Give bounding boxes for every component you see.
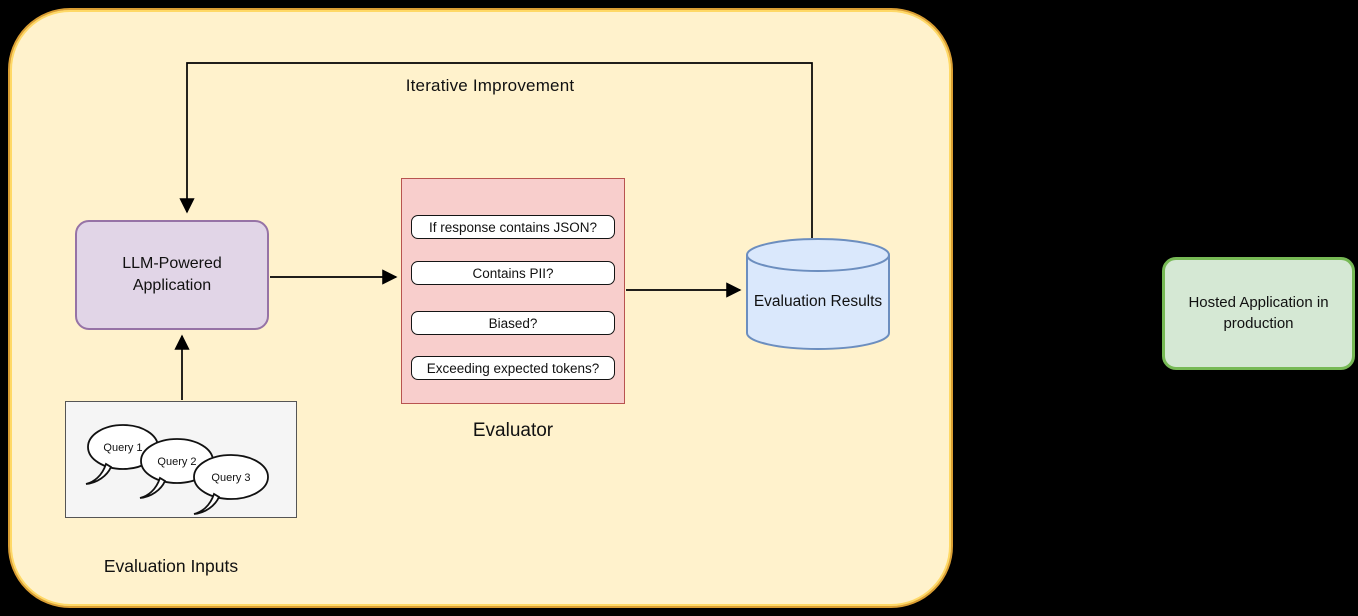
- evaluation-results-label: Evaluation Results: [753, 293, 883, 310]
- check-item-pii: Contains PII?: [411, 261, 615, 285]
- check-item-tokens: Exceeding expected tokens?: [411, 356, 615, 380]
- query-bubbles-graphic: Query 1 Query 2 Query 3: [85, 424, 269, 515]
- evaluation-inputs-label: Evaluation Inputs: [103, 556, 239, 576]
- evaluator-node: If response contains JSON? Contains PII?…: [401, 178, 625, 404]
- query-3-label: Query 3: [211, 472, 250, 484]
- hosted-application-node: Hosted Application in production: [1162, 257, 1355, 370]
- llm-application-node: LLM-Powered Application: [75, 220, 269, 330]
- evaluation-results-cylinder: Evaluation Results: [745, 237, 891, 351]
- iterative-improvement-label: Iterative Improvement: [405, 76, 575, 95]
- evaluation-inputs-node: Query 1 Query 2 Query 3: [65, 401, 297, 518]
- query-bubble-3: Query 3: [193, 454, 269, 515]
- query-2-label: Query 2: [157, 456, 196, 468]
- check-item-json: If response contains JSON?: [411, 215, 615, 239]
- database-cylinder-icon: [746, 237, 890, 351]
- query-1-label: Query 1: [103, 442, 142, 454]
- evaluator-label: Evaluator: [472, 420, 554, 441]
- check-item-biased: Biased?: [411, 311, 615, 335]
